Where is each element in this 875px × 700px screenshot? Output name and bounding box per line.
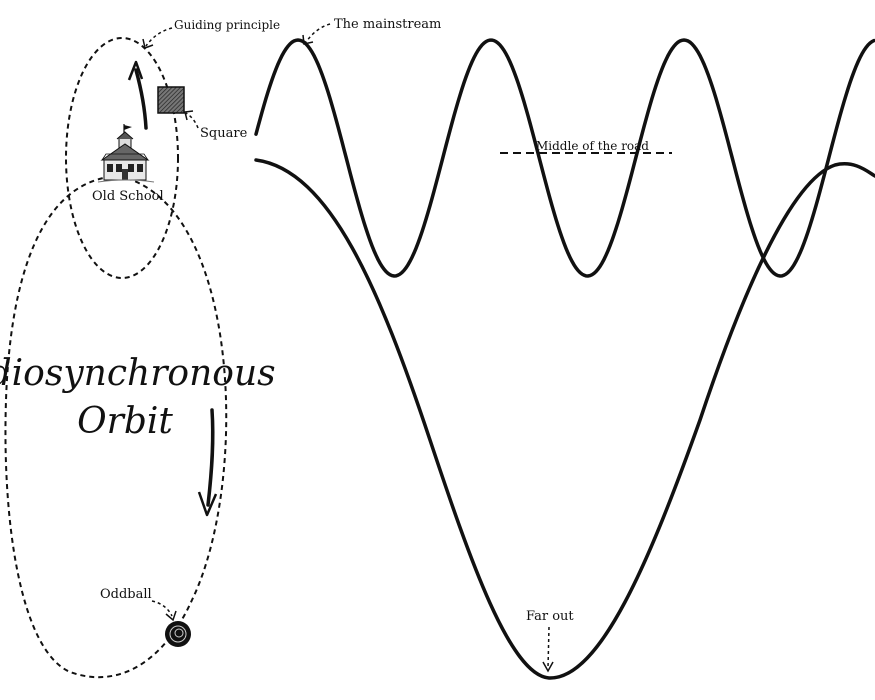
oddball-label: Oddball <box>100 587 152 602</box>
far-out-pointer <box>542 626 554 673</box>
square-icon <box>157 86 185 114</box>
square-pointer <box>184 110 199 129</box>
mainstream-label: The mainstream <box>334 17 441 32</box>
square-label: Square <box>200 126 248 141</box>
orbit-direction-down-arrow <box>197 408 218 517</box>
far-out-curve <box>254 158 875 680</box>
far-out-label: Far out <box>526 609 574 624</box>
middle-of-road-label: Middle of the road <box>536 139 649 153</box>
mainstream-pointer <box>302 23 331 45</box>
guiding-principle-label: Guiding principle <box>174 18 280 32</box>
oddball-icon <box>165 621 191 647</box>
orbit-title-line1: Idiosynchronous <box>0 353 276 394</box>
guiding-principle-pointer <box>142 27 173 50</box>
mainstream-wave <box>254 38 875 278</box>
orbit-title-line2: Orbit <box>77 401 173 442</box>
guiding-principle-orbit <box>65 37 179 279</box>
oddball-pointer <box>151 600 177 622</box>
old-school-label: Old School <box>92 189 164 204</box>
schoolhouse-icon <box>97 124 155 183</box>
orbit-direction-up-arrow <box>127 60 148 130</box>
